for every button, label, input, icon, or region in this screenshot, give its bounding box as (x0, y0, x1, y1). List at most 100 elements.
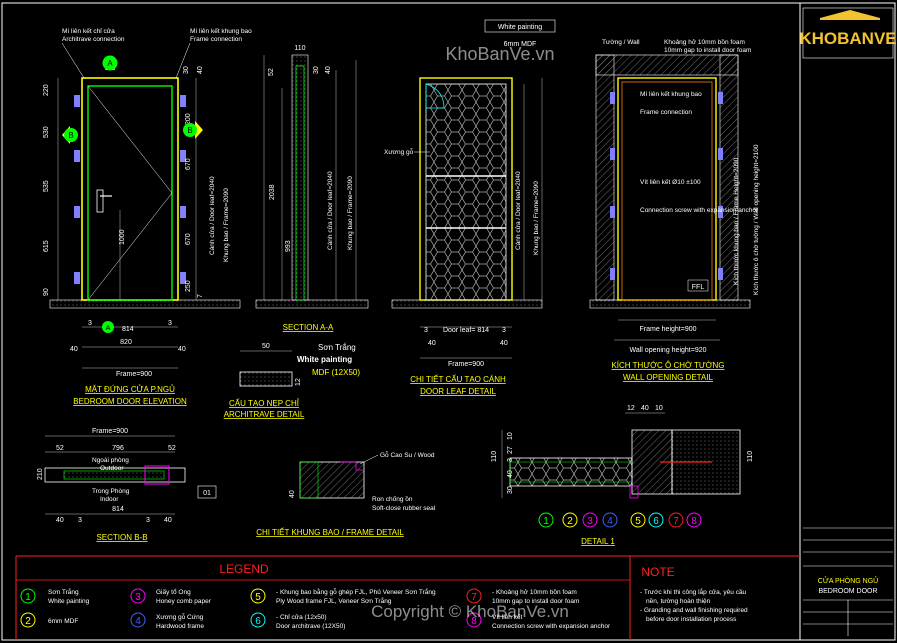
wall-title-en: WALL OPENING DETAIL (623, 373, 713, 382)
logo-text: KHOBANVE (799, 29, 896, 48)
svg-text:6: 6 (255, 616, 261, 627)
d1-bubble-8: 8 (691, 516, 697, 527)
note-line-2: - Granding and wall finishing required (640, 607, 748, 614)
note-line-3: before door installation process (646, 616, 737, 623)
legend-item-7: 7 - Khoảng hở 10mm bồn foam 10mm gap to … (466, 587, 579, 605)
hinges-right (180, 95, 186, 284)
title-block: KHOBANVE CỬA PHÒNG NGỦ BEDROOM DOOR (799, 7, 897, 636)
svg-text:Xương gỗ Cứng: Xương gỗ Cứng (156, 612, 204, 621)
wall-frame-width: Frame height=900 (639, 326, 696, 333)
svg-text:1: 1 (25, 592, 31, 603)
bb-tag-01: 01 (203, 490, 211, 497)
note-panel: NOTE - Trước khi thi công lắp cửa, yêu c… (640, 565, 748, 623)
note-line-1: nền, tường hoàn thiện (646, 596, 711, 605)
drawing-name-vn: CỬA PHÒNG NGỦ (818, 576, 878, 585)
d1-dim-left-0: 110 (491, 451, 498, 462)
leaf-bottom-dim-0: 3 (424, 327, 428, 334)
svg-text:A: A (106, 325, 111, 332)
note-line-0: - Trước khi thi công lắp cửa, yêu cầu (640, 587, 747, 596)
elev-bottom-dim-2: 814 (122, 326, 134, 333)
bb-dim-210: 210 (37, 468, 44, 480)
elev-dim-right-1: 40 (197, 66, 204, 74)
bb-indoor-vn: Trong Phòng (92, 488, 130, 495)
arch-title-vn: CẤU TẠO NẸP CHỈ (229, 398, 300, 408)
bb-dim-top-0: 52 (56, 445, 64, 452)
svg-text:- Chỉ cửa (12x50): - Chỉ cửa (12x50) (276, 613, 327, 621)
note-title: NOTE (641, 565, 674, 579)
legend-item-1: 1 Sơn Trắng White painting (20, 587, 90, 605)
legend-item-8: 8 Vít liên kết Connection screw with exp… (466, 612, 611, 630)
bb-dim-814: 814 (112, 506, 124, 513)
bb-dim-bottom-0: 40 (56, 517, 64, 524)
bb-dim-top-1: 796 (112, 445, 124, 452)
svg-text:4: 4 (135, 616, 141, 627)
aa-top-dim: 110 (294, 45, 305, 52)
legend-title: LEGEND (219, 562, 269, 576)
section-tag-b-left: B (62, 126, 78, 144)
detail-1-view: 12 40 10 110 10 27 3 40 30 110 1 2 3 4 5… (491, 405, 754, 546)
d1-dim-left-3: 3 (507, 458, 514, 462)
wall-frame-conn-en: Frame connection (640, 109, 692, 116)
arch-paint-en: White painting (297, 355, 352, 364)
elev-dim-right-2: 200 (185, 113, 192, 125)
leaf-core-label: Xương gỗ (384, 147, 414, 156)
bb-dim-bottom-3: 40 (164, 517, 172, 524)
wall-label: Tường / Wall (602, 39, 640, 46)
honeycomb-core (425, 83, 507, 301)
svg-text:Vít liên kết: Vít liên kết (492, 612, 523, 621)
svg-text:Hardwood frame: Hardwood frame (156, 623, 204, 630)
wall-title-vn: KÍCH THƯỚC Ô CHỜ TƯỜNG (611, 361, 724, 370)
wall-left (595, 54, 615, 301)
aa-dim-right-0: 30 (313, 66, 320, 74)
section-aa-view: 110 52 2038 993 30 40 Cánh cửa / Door le… (255, 45, 369, 332)
arch-paint-vn: Sơn Trắng (318, 343, 356, 352)
aa-dim-right-1: 40 (325, 66, 332, 74)
leaf-bottom-dim-1: Door leaf= 814 (443, 327, 489, 334)
frame-rubber-vn: Ron chống ồn (372, 494, 413, 503)
d1-dim-left-5: 30 (507, 486, 514, 494)
svg-text:2: 2 (25, 616, 31, 627)
svg-text:Connection screw with expansio: Connection screw with expansion anchor (492, 623, 611, 630)
leaf-dim-40-right: 40 (500, 340, 508, 347)
svg-text:3: 3 (135, 592, 141, 603)
bb-dim-top-2: 52 (168, 445, 176, 452)
leaf-dim-40-left: 40 (428, 340, 436, 347)
leaf-paint-label: White painting (498, 24, 542, 31)
section-bb-view: Frame=900 52 796 52 210 Ngoài phòng Outd… (37, 428, 217, 542)
leaf-frame-label: Khung bao / Frame=2090 (533, 181, 540, 255)
svg-text:- Khoảng hở 10mm bồn foam: - Khoảng hở 10mm bồn foam (492, 587, 577, 596)
d1-title: DETAIL 1 (581, 537, 615, 546)
leaf-bottom-dim-2: 3 (502, 327, 506, 334)
wall-opening-height: Kích thước ô chờ tường / Wall opening he… (753, 144, 760, 295)
elev-dim-left-1: 530 (43, 126, 50, 138)
arch-dim-12: 12 (295, 378, 302, 386)
d1-dim-top-2: 10 (655, 405, 663, 412)
svg-text:Ply Wood frame FJL, Veneer Sơn: Ply Wood frame FJL, Veneer Sơn Trắng (276, 596, 392, 605)
frame-wood-label: Gỗ Cao Su / Wood (380, 450, 435, 459)
elev-dim-right-4: 670 (185, 233, 192, 245)
wall-frame-height: Kích thước khung bao / Frame Height=2090 (733, 157, 740, 285)
leaf-overall-900: Frame=900 (448, 361, 484, 368)
svg-text:Door architrave (12X50): Door architrave (12X50) (276, 623, 345, 630)
arch-dim-50: 50 (262, 343, 270, 350)
bb-indoor-en: Indoor (100, 496, 119, 503)
door-leaf-detail: White painting 6mm MDF Xương gỗ Cánh cửa… (384, 19, 556, 396)
legend-panel: LEGEND 1 Sơn Trắng White painting 2 6mm … (20, 562, 611, 630)
svg-text:- Khung bao bằng gỗ ghép FJL,: - Khung bao bằng gỗ ghép FJL, Phủ Veneer… (276, 587, 436, 596)
wall-lintel (595, 54, 739, 76)
legend-item-6: 6 - Chỉ cửa (12x50) Door architrave (12X… (250, 612, 345, 630)
svg-text:A: A (107, 59, 113, 68)
d1-bubble-3: 3 (587, 516, 593, 527)
legend-item-2: 2 6mm MDF (20, 612, 78, 628)
leaf-title-vn: CHI TIẾT CẤU TẠO CÁNH (410, 374, 506, 384)
elev-bottom-dim-0: 3 (88, 320, 92, 327)
wall-opening-detail: Tường / Wall Khoảng hở 10mm bồn foam 10m… (589, 37, 760, 382)
svg-text:7: 7 (471, 592, 477, 603)
d1-bubble-1: 1 (543, 516, 549, 527)
drawing-name-en: BEDROOM DOOR (818, 588, 877, 595)
svg-text:5: 5 (255, 592, 261, 603)
callout-architrave-en: Architrave connection (62, 36, 125, 43)
d1-dim-left-1: 10 (507, 432, 514, 440)
elev-dim-right-6: 7 (197, 294, 204, 298)
